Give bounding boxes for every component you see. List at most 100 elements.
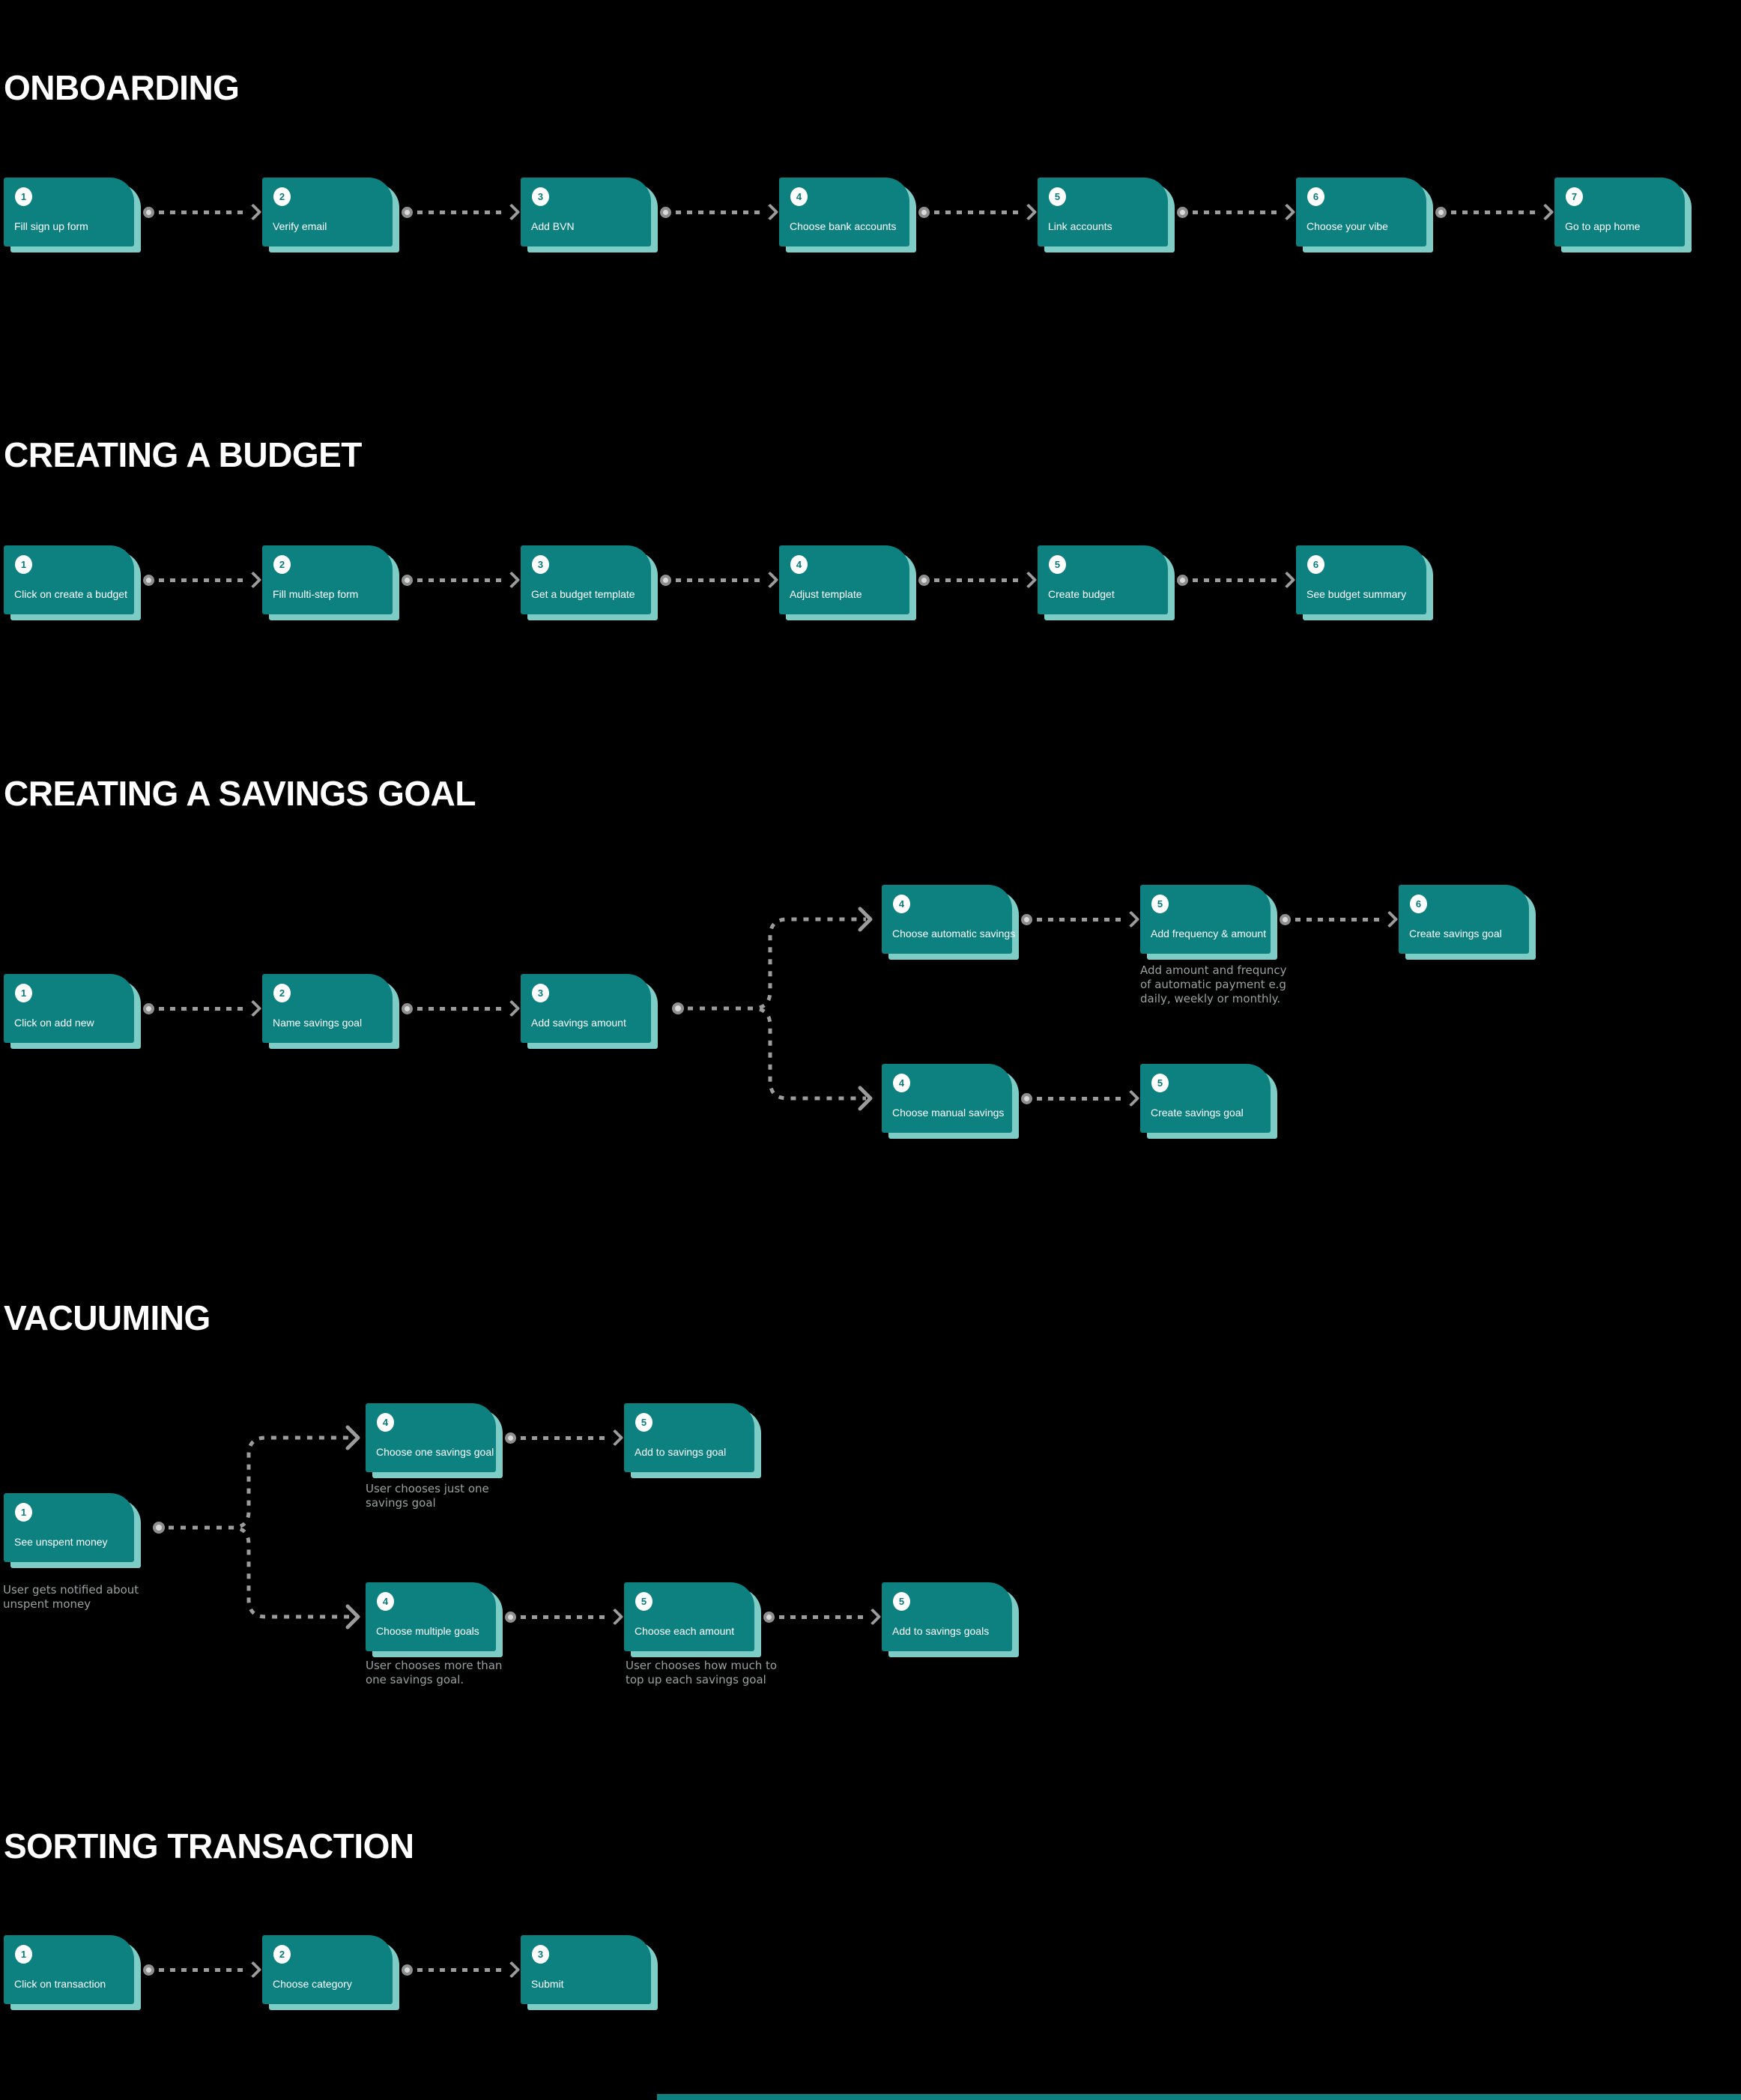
arrow-start-dot [402,574,413,586]
step-number-badge: 5 [635,1592,653,1611]
arrow-start-dot [1021,1092,1032,1104]
step-number-badge: 4 [893,1074,910,1092]
flow-node[interactable]: 2 Name savings goal [262,974,393,1043]
arrow-start-dot [1021,913,1032,925]
arrow-start-dot [505,1611,516,1623]
flow-arrow [393,202,521,222]
arrowhead-icon [1122,910,1140,928]
flow-node[interactable]: 5 Create savings goal [1140,1064,1271,1133]
flow-node[interactable]: 4 Adjust template [779,545,909,614]
step-number-badge: 7 [1566,187,1583,206]
arrow-dashed-line [1037,1096,1121,1101]
flow-node[interactable]: 1 Click on transaction [4,1935,134,2004]
arrowhead-icon [1536,203,1554,221]
step-number-badge: 1 [15,1945,32,1964]
section-title-onboarding: ONBOARDING [4,68,240,107]
flow-arrow [651,202,779,222]
arrowhead-icon [503,571,521,589]
arrow-dashed-line [417,578,502,582]
flow-node[interactable]: 4 Choose manual savings [882,1064,1012,1133]
branch-connector [153,1425,360,1630]
arrow-start-dot [660,206,671,218]
step-label: See unspent money [14,1536,108,1548]
step-label: See budget summary [1306,588,1407,600]
flow-node[interactable]: 4 Choose multiple goals [366,1582,496,1651]
arrowhead-icon [1020,203,1038,221]
arrow-dashed-line [417,210,502,214]
arrow-dashed-line [934,578,1019,582]
arrow-start-dot [660,574,671,586]
flow-node[interactable]: 6 See budget summary [1296,545,1426,614]
arrow-dashed-line [1037,917,1121,922]
arrow-start-dot [918,206,930,218]
flow-node[interactable]: 1 Fill sign up form [4,178,134,246]
flow-node[interactable]: 5 Add frequency & amount [1140,885,1271,954]
flow-node[interactable]: 4 Choose one savings goal [366,1403,496,1472]
flow-node[interactable]: 1 See unspent money [4,1493,134,1562]
step-label: Choose manual savings [892,1107,1005,1119]
arrowhead-icon [606,1429,624,1447]
flow-node[interactable]: 2 Verify email [262,178,393,246]
arrow-start-dot [1280,913,1291,925]
flow-node[interactable]: 3 Add BVN [521,178,651,246]
flow-node[interactable]: 5 Create budget [1038,545,1168,614]
arrow-start-dot [1177,574,1188,586]
flow-node[interactable]: 5 Add to savings goal [624,1403,754,1472]
arrow-dashed-line [159,578,243,582]
flow-arrow [909,202,1038,222]
flow-node[interactable]: 5 Choose each amount [624,1582,754,1651]
step-number-badge: 3 [532,555,549,574]
arrowhead-icon [244,999,262,1017]
flow-node[interactable]: 7 Go to app home [1554,178,1685,246]
arrowhead-icon [503,1961,521,1979]
flow-arrow [134,999,262,1018]
flow-node[interactable]: 5 Link accounts [1038,178,1168,246]
arrow-dashed-line [417,1006,502,1011]
step-number-badge: 6 [1410,895,1427,913]
flow-node[interactable]: 5 Add to savings goals [882,1582,1012,1651]
flow-node[interactable]: 1 Click on create a budget [4,545,134,614]
section-title-budget: CREATING A BUDGET [4,435,362,474]
step-label: Click on add new [14,1017,94,1029]
step-label: Choose one savings goal [376,1446,494,1458]
step-number-badge: 4 [377,1592,394,1611]
flow-node[interactable]: 4 Choose bank accounts [779,178,909,246]
flow-node[interactable]: 2 Fill multi-step form [262,545,393,614]
step-label: Choose category [273,1978,352,1990]
arrowhead-icon [1381,910,1399,928]
step-number-badge: 5 [1151,1074,1169,1092]
flow-node[interactable]: 6 Create savings goal [1399,885,1529,954]
flow-arrow [1168,202,1296,222]
step-label: Choose bank accounts [790,220,897,232]
step-label: Verify email [273,220,327,232]
arrow-dashed-line [1451,210,1536,214]
arrowhead-icon [606,1608,624,1626]
step-number-badge: 2 [273,984,291,1002]
flow-node[interactable]: 2 Choose category [262,1935,393,2004]
arrow-dashed-line [934,210,1019,214]
flow-node[interactable]: 3 Add savings amount [521,974,651,1043]
step-number-badge: 3 [532,187,549,206]
flow-node[interactable]: 6 Choose your vibe [1296,178,1426,246]
flow-node[interactable]: 4 Choose automatic savings [882,885,1015,954]
flow-node[interactable]: 3 Submit [521,1935,651,2004]
arrow-start-dot [402,206,413,218]
arrow-start-dot [402,1964,413,1976]
step-number-badge: 5 [893,1592,910,1611]
step-label: Adjust template [790,588,862,600]
step-label: Add to savings goal [635,1446,727,1458]
step-number-badge: 4 [790,555,808,574]
step-number-badge: 4 [893,895,910,913]
flow-node[interactable]: 3 Get a budget template [521,545,651,614]
step-label: Go to app home [1565,220,1641,232]
arrowhead-icon [864,1608,882,1626]
step-label: Name savings goal [273,1017,363,1029]
annotation-note: User chooses just one savings goal [366,1482,489,1510]
step-label: Add savings amount [531,1017,626,1029]
step-label: Choose your vibe [1306,220,1388,232]
flow-arrow [393,1960,521,1979]
flow-node[interactable]: 1 Click on add new [4,974,134,1043]
flow-arrow [496,1428,624,1447]
step-label: Click on create a budget [14,588,127,600]
flow-arrow [134,1960,262,1979]
